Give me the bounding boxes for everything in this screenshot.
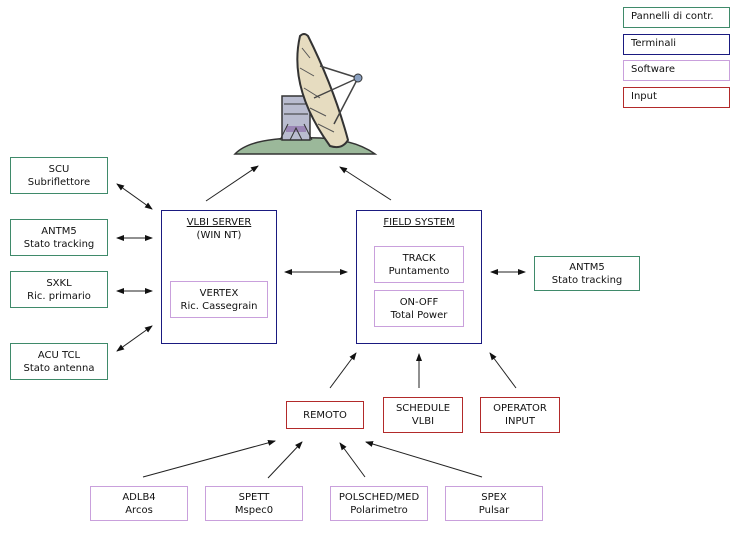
software-spett: SPETT Mspec0 — [205, 486, 303, 521]
box-label: SCU — [48, 163, 70, 175]
panel-antm5-right: ANTM5 Stato tracking — [534, 256, 640, 291]
legend-label: Input — [631, 91, 657, 102]
arrow-scu-vlbi — [116, 183, 153, 210]
software-polsched: POLSCHED/MED Polarimetro — [330, 486, 428, 521]
box-sublabel: Pulsar — [478, 504, 510, 516]
legend-control-panel: Pannelli di contr. — [623, 7, 730, 28]
box-label: SCHEDULE — [395, 403, 451, 414]
box-label: ON-OFF — [399, 296, 439, 308]
software-on-off: ON-OFF Total Power — [374, 290, 464, 327]
box-label: TRACK — [402, 252, 436, 264]
box-sublabel: Puntamento — [388, 265, 450, 277]
box-sublabel: Arcos — [125, 504, 153, 516]
terminal-vlbi-server: VLBI SERVER (WIN NT) VERTEX Ric. Cassegr… — [161, 210, 277, 344]
software-adlb4: ADLB4 Arcos — [90, 486, 188, 521]
box-label: ADLB4 — [122, 491, 156, 503]
arrow-spett-remoto — [267, 441, 303, 479]
terminal-subtitle: (WIN NT) — [196, 230, 242, 241]
box-sublabel: VLBI — [411, 416, 435, 427]
arrow-polsched-remoto — [339, 442, 366, 478]
arrow-adlb4-remoto — [142, 439, 276, 478]
box-label: REMOTO — [303, 409, 347, 421]
input-operator: OPERATOR INPUT — [480, 397, 560, 433]
arrow-remoto-fs — [329, 352, 357, 389]
software-vertex: VERTEX Ric. Cassegrain — [170, 281, 268, 318]
box-sublabel: Polarimetro — [350, 504, 408, 516]
box-sublabel: Ric. Cassegrain — [180, 300, 258, 312]
legend-terminal: Terminali — [623, 34, 730, 55]
box-label: SXKL — [46, 277, 72, 289]
software-track: TRACK Puntamento — [374, 246, 464, 283]
legend-label: Software — [631, 64, 676, 75]
panel-sxkl: SXKL Ric. primario — [10, 271, 108, 308]
arrow-fs-to-antenna — [339, 166, 392, 201]
box-sublabel: Ric. primario — [27, 290, 91, 302]
panel-scu: SCU Subriflettore — [10, 157, 108, 194]
panel-antm5-left: ANTM5 Stato tracking — [10, 219, 108, 256]
software-spex: SPEX Pulsar — [445, 486, 543, 521]
legend-label: Pannelli di contr. — [631, 11, 714, 22]
terminal-title: FIELD SYSTEM — [383, 217, 455, 228]
arrow-spex-remoto — [365, 441, 483, 478]
radio-telescope-dish-icon — [233, 33, 378, 155]
arrow-operator-fs — [489, 352, 517, 389]
arrow-vlbi-to-antenna — [205, 165, 259, 202]
box-label: ACU TCL — [37, 349, 81, 361]
input-remoto: REMOTO — [286, 401, 364, 429]
legend-label: Terminali — [631, 38, 677, 49]
box-sublabel: INPUT — [505, 416, 535, 427]
box-label: OPERATOR — [493, 403, 547, 414]
box-sublabel: Stato tracking — [551, 274, 623, 286]
terminal-title: VLBI SERVER — [186, 217, 252, 228]
box-sublabel: Total Power — [390, 309, 448, 321]
box-label: ANTM5 — [569, 261, 605, 273]
box-label: POLSCHED/MED — [338, 491, 420, 503]
box-sublabel: Stato antenna — [23, 362, 95, 374]
arrow-acu-vlbi — [116, 325, 153, 352]
box-sublabel: Stato tracking — [23, 238, 95, 250]
box-label: VERTEX — [199, 287, 239, 299]
input-schedule-vlbi: SCHEDULE VLBI — [383, 397, 463, 433]
legend-input: Input — [623, 87, 730, 108]
box-label: SPEX — [481, 491, 507, 503]
box-sublabel: Mspec0 — [234, 504, 274, 516]
terminal-field-system: FIELD SYSTEM TRACK Puntamento ON-OFF Tot… — [356, 210, 482, 344]
legend-software: Software — [623, 60, 730, 81]
box-label: ANTM5 — [41, 225, 77, 237]
box-sublabel: Subriflettore — [27, 176, 91, 188]
panel-acu-tcl: ACU TCL Stato antenna — [10, 343, 108, 380]
box-label: SPETT — [238, 491, 270, 503]
